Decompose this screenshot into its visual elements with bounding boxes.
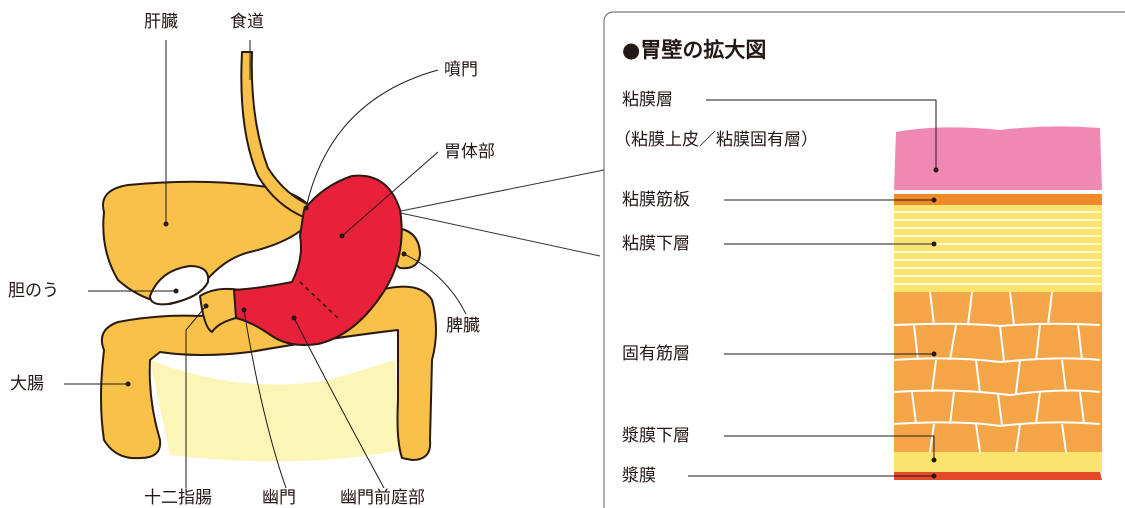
leader-pylorus bbox=[243, 309, 287, 489]
organ-illustration bbox=[100, 51, 437, 462]
muscularis-mucosae-layer bbox=[894, 194, 1102, 205]
leader-mucosa bbox=[706, 99, 937, 170]
zoom-connector-lower bbox=[395, 211, 601, 257]
label-gastric-body: 胃体部 bbox=[444, 142, 495, 162]
serosa-layer bbox=[894, 472, 1102, 480]
label-mucosa: 粘膜層 bbox=[622, 90, 673, 110]
gallbladder-shape bbox=[149, 265, 210, 306]
zoom-connector-upper bbox=[395, 169, 605, 213]
leader-subserosa bbox=[724, 435, 935, 460]
stomach-shape bbox=[233, 174, 403, 346]
muscle-cell-lines bbox=[893, 291, 1101, 453]
leader-cardia bbox=[305, 69, 439, 209]
large-intestine-shadow bbox=[150, 360, 400, 462]
mucosa-layer bbox=[894, 126, 1102, 190]
label-submucosa: 粘膜下層 bbox=[622, 234, 690, 254]
enlarged-panel-title: ●胃壁の拡大図 bbox=[622, 38, 767, 62]
label-muscularis-propria: 固有筋層 bbox=[622, 344, 690, 364]
label-mucosa-sub: （粘膜上皮／粘膜固有層） bbox=[614, 130, 818, 150]
label-large-intestine: 大腸 bbox=[10, 374, 44, 394]
anatomy-leader-lines bbox=[64, 69, 467, 489]
label-subserosa: 漿膜下層 bbox=[622, 426, 690, 446]
subserosa-layer bbox=[894, 452, 1102, 472]
label-muscularis-mucosae: 粘膜筋板 bbox=[622, 190, 690, 210]
label-liver: 肝臓 bbox=[144, 12, 178, 32]
leader-pyloric-antrum bbox=[293, 317, 385, 489]
enlarged-panel-border bbox=[603, 11, 1125, 508]
wall-leader-dots bbox=[931, 167, 939, 479]
leader-gastric-body bbox=[341, 151, 439, 237]
leader-pancreas bbox=[403, 253, 467, 315]
pyloric-antrum-boundary bbox=[299, 281, 341, 321]
label-gallbladder: 胆のう bbox=[8, 281, 59, 301]
label-cardia: 噴門 bbox=[444, 60, 478, 80]
label-serosa: 漿膜 bbox=[622, 466, 656, 486]
wall-leader-lines bbox=[688, 99, 937, 477]
label-pylorus: 幽門 bbox=[262, 488, 296, 508]
submucosa-layer bbox=[894, 205, 1102, 292]
leader-duodenum bbox=[185, 305, 207, 488]
muscularis-propria-layer bbox=[894, 292, 1102, 452]
label-pyloric-antrum: 幽門前庭部 bbox=[340, 488, 425, 508]
stomach-wall-section bbox=[893, 126, 1102, 480]
label-esophagus: 食道 bbox=[230, 12, 264, 32]
label-pancreas: 脾臓 bbox=[446, 316, 480, 336]
label-duodenum: 十二指腸 bbox=[144, 488, 212, 508]
